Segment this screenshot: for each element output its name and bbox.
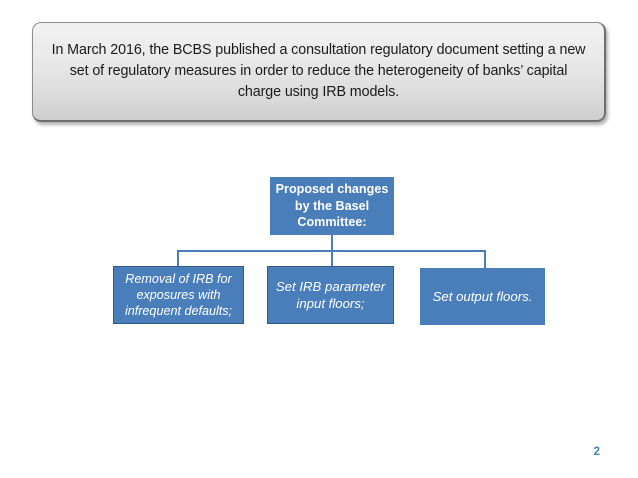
connector-drop-child-3 [484, 250, 486, 268]
callout-banner: In March 2016, the BCBS published a cons… [32, 22, 606, 122]
connector-horizontal-bus [177, 250, 486, 252]
banner-text: In March 2016, the BCBS published a cons… [51, 41, 586, 101]
diagram-node-child-3: Set output floors. [420, 268, 545, 325]
diagram-node-child-2: Set IRB parameter input floors; [267, 266, 394, 324]
page-number: 2 [593, 446, 600, 458]
diagram-node-root: Proposed changes by the Basel Committee: [270, 177, 394, 235]
diagram-node-root-label: Proposed changes by the Basel Committee: [275, 182, 389, 230]
diagram-node-child-2-label: Set IRB parameter input floors; [275, 278, 386, 311]
diagram-node-child-1-label: Removal of IRB for exposures with infreq… [124, 271, 233, 319]
connector-drop-child-1 [177, 250, 179, 266]
diagram-node-child-1: Removal of IRB for exposures with infreq… [113, 266, 244, 324]
diagram-node-child-3-label: Set output floors. [432, 288, 533, 304]
